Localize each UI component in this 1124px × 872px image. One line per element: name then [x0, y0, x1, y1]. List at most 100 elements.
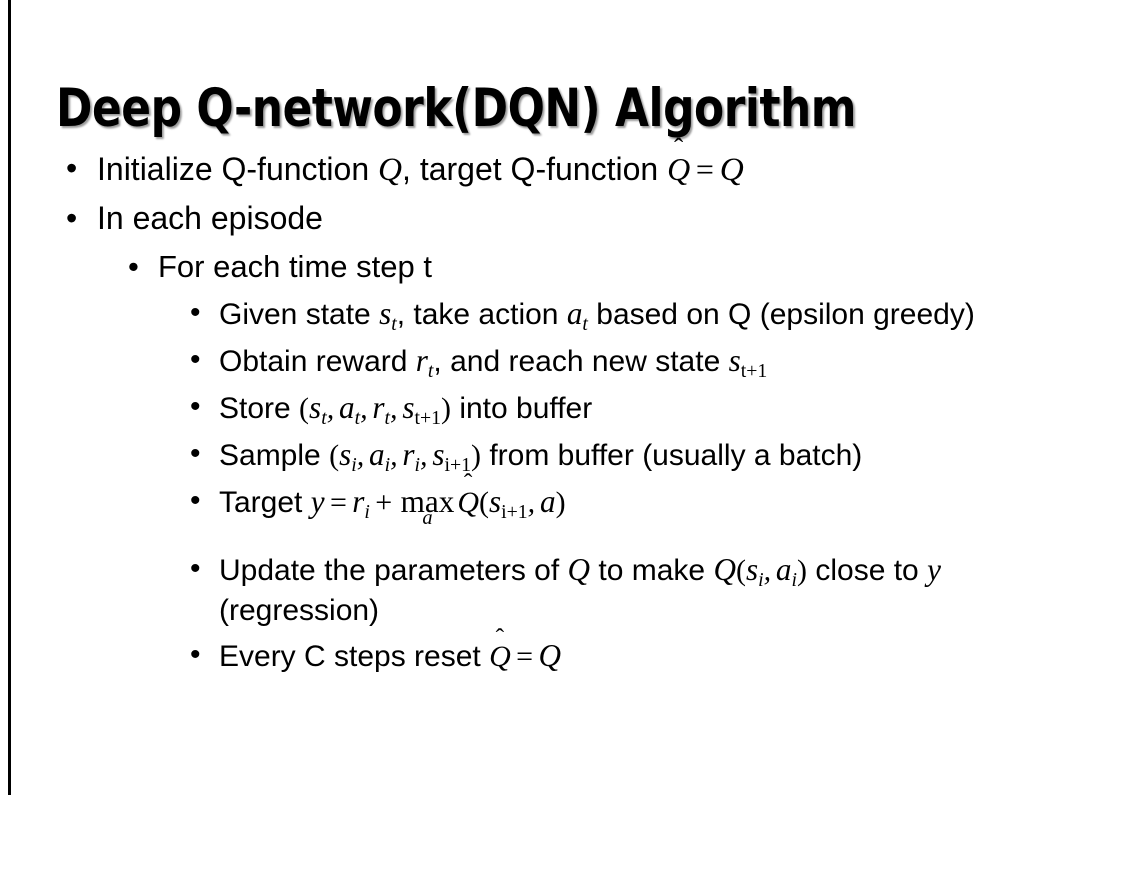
- text-run: to make: [590, 553, 714, 587]
- bullet-dot-icon: •: [190, 296, 201, 330]
- math-subscript: t: [384, 406, 391, 429]
- math-var-y: y: [927, 551, 941, 587]
- text-run: Store: [219, 391, 300, 425]
- math-var-r: r: [372, 389, 385, 425]
- list-item: • For each time step t: [0, 247, 1124, 287]
- list-item: • In each episode: [0, 198, 1124, 240]
- list-item-text: Every C steps reset Q̂=Q: [219, 635, 1124, 677]
- text-run: Update the parameters of: [219, 553, 568, 587]
- math-q-hat: Q̂: [489, 637, 511, 677]
- math-operator-equals: =: [516, 640, 534, 674]
- list-item-text: Sample (si,ai,ri,si+1) from buffer (usua…: [219, 434, 1124, 476]
- math-var-q: Q: [713, 551, 736, 587]
- math-subscript-text: t+1: [740, 359, 768, 382]
- math-subscript: i+1: [501, 501, 528, 523]
- math-paren-open: (: [478, 485, 489, 519]
- math-subscript: t: [427, 359, 434, 382]
- list-item: • Given state st, take action at based o…: [0, 293, 1124, 335]
- text-run: close to: [807, 553, 928, 587]
- math-var-s: s: [488, 483, 502, 519]
- math-var-r: r: [352, 483, 365, 519]
- left-edge-rule: [8, 0, 11, 795]
- list-item-text: Given state st, take action at based on …: [219, 293, 1124, 335]
- math-paren-open: (: [299, 391, 310, 425]
- bullet-list: • Initialize Q-function Q, target Q-func…: [0, 148, 1124, 682]
- math-operator-equals: =: [695, 151, 714, 187]
- text-run: Every C steps reset: [219, 640, 490, 674]
- math-operator-equals: =: [329, 485, 347, 519]
- math-var-s: s: [379, 296, 392, 332]
- bullet-dot-icon: •: [190, 551, 201, 585]
- list-item: • Update the parameters of Q to make Q(s…: [0, 549, 1124, 631]
- list-item: • Obtain reward rt, and reach new state …: [0, 340, 1124, 382]
- math-var-s: s: [728, 343, 741, 379]
- text-run: , target Q-function: [402, 151, 668, 187]
- text-run: from buffer (usually a batch): [481, 438, 863, 472]
- text-run: Target: [219, 485, 311, 519]
- bullet-dot-icon: •: [190, 638, 201, 672]
- bullet-dot-icon: •: [66, 150, 78, 186]
- list-item-text: Update the parameters of Q to make Q(si,…: [219, 549, 1124, 631]
- page-title: Deep Q-network(DQN) Algorithm: [56, 77, 857, 139]
- list-item-text: For each time step t: [158, 248, 432, 284]
- math-q-hat-base: Q: [667, 151, 691, 187]
- math-comma: ,: [326, 391, 335, 425]
- bullet-dot-icon: •: [190, 436, 201, 470]
- text-run: into buffer: [451, 391, 593, 425]
- math-var-q: Q: [719, 151, 744, 188]
- math-subscript: i: [414, 453, 421, 476]
- list-item-text: Obtain reward rt, and reach new state st…: [219, 340, 1124, 382]
- text-run: , take action: [396, 298, 567, 332]
- math-comma: ,: [527, 485, 536, 519]
- math-paren-close: ): [797, 553, 808, 587]
- bullet-dot-icon: •: [190, 389, 201, 423]
- math-comma: ,: [356, 438, 365, 472]
- text-run: , and reach new state: [433, 345, 729, 379]
- math-subscript-text: t+1: [414, 406, 441, 429]
- math-var-q: Q: [538, 638, 561, 674]
- math-max-label: max: [400, 484, 455, 520]
- math-subscript: t+1: [414, 407, 441, 429]
- math-var-s: s: [745, 551, 759, 587]
- math-q-hat-base: Q: [457, 485, 479, 519]
- math-var-a: a: [539, 483, 556, 519]
- math-var-r: r: [402, 436, 415, 472]
- math-subscript: t: [391, 313, 397, 336]
- math-var-r: r: [415, 343, 428, 379]
- math-q-hat-base: Q: [489, 640, 511, 674]
- math-paren-open: (: [329, 438, 340, 472]
- math-subscript: i+1: [444, 454, 471, 476]
- math-max-limit: a: [422, 506, 433, 529]
- math-var-a: a: [566, 296, 583, 332]
- math-var-y: y: [310, 483, 325, 519]
- math-q-hat: Q̂: [457, 483, 479, 523]
- list-item: • Initialize Q-function Q, target Q-func…: [0, 148, 1124, 191]
- text-run: based on Q (epsilon greedy): [587, 298, 975, 332]
- list-item: • Store (st,at,rt,st+1) into buffer: [0, 387, 1124, 429]
- math-subscript: t+1: [741, 360, 768, 382]
- math-var-s: s: [339, 436, 352, 472]
- text-run: Initialize Q-function: [97, 151, 379, 187]
- math-comma: ,: [420, 438, 428, 472]
- math-paren-close: ): [441, 391, 451, 425]
- bullet-dot-icon: •: [128, 248, 139, 284]
- math-operator-plus: +: [375, 485, 393, 519]
- math-subscript: t: [582, 313, 588, 336]
- list-item-text: Store (st,at,rt,st+1) into buffer: [219, 387, 1124, 429]
- math-subscript: i: [364, 500, 370, 523]
- bullet-dot-icon: •: [66, 200, 78, 237]
- text-run: Sample: [219, 438, 330, 472]
- math-var-s: s: [309, 389, 322, 425]
- text-run: (regression): [219, 593, 380, 627]
- math-subscript: t: [321, 406, 327, 429]
- math-subscript: t: [354, 406, 361, 429]
- math-subscript: i: [384, 453, 391, 476]
- math-comma: ,: [390, 438, 398, 472]
- bullet-dot-icon: •: [190, 483, 201, 517]
- math-paren-close: ): [471, 438, 482, 472]
- list-item-text: In each episode: [97, 200, 323, 237]
- math-subscript-text: i+1: [444, 453, 472, 476]
